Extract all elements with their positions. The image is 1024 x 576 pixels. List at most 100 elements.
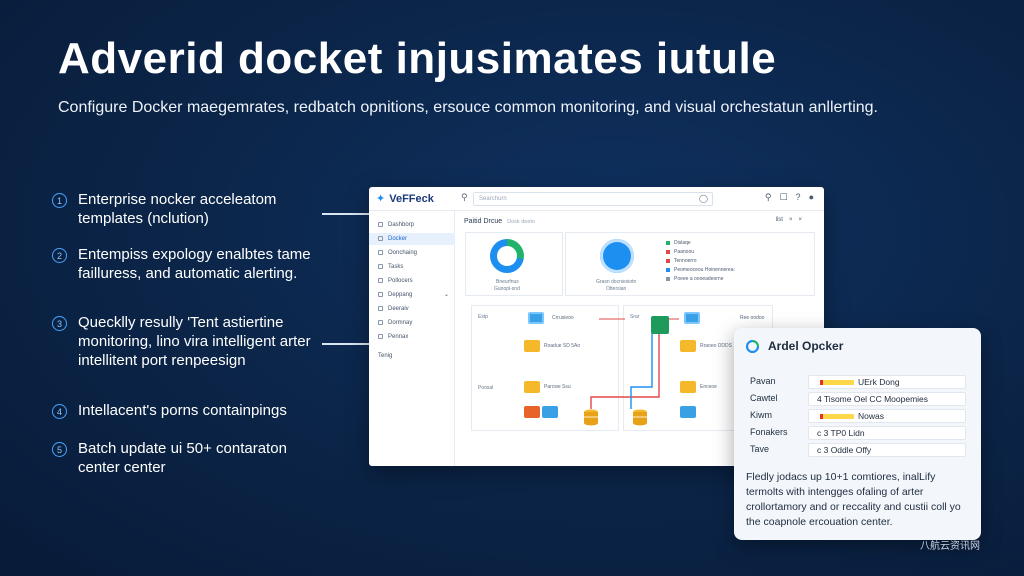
legend-item: Dislaqe xyxy=(666,239,735,248)
notification-icon[interactable]: ☐ xyxy=(779,192,788,202)
number-badge-icon: 5 xyxy=(52,442,67,457)
docker-info-panel: Ardel Opcker Pavan UErk Dong Cawtel 4 Ti… xyxy=(734,328,981,540)
row-key: Cawtel xyxy=(750,393,778,403)
topbar-icons: ⚲ ☐ ? ● xyxy=(765,192,814,203)
main-actions: list × × xyxy=(776,217,802,223)
panel-row: Cawtel 4 Tisome Oel CC Moopemies xyxy=(750,392,968,406)
node-label: Crrusieoo xyxy=(552,315,574,321)
card-caption: Ottersian xyxy=(606,286,627,292)
hero-title: Adverid docket injusimates iutule xyxy=(58,34,777,83)
container-node-icon[interactable] xyxy=(680,406,696,418)
node-label: Enceoe xyxy=(700,384,717,390)
menu-icon xyxy=(378,235,383,241)
feature-item: 3 Quecklly resully 'Tent astiertine moni… xyxy=(52,313,328,370)
magnifier-icon: ◯ xyxy=(699,194,708,203)
number-badge-icon: 4 xyxy=(52,404,67,419)
feature-item: 5 Batch update ui 50+ contaraton center … xyxy=(52,439,328,477)
hero-subtitle: Configure Docker maegemrates, redbatch o… xyxy=(58,99,878,116)
database-icon[interactable] xyxy=(583,409,599,426)
row-key: Tave xyxy=(750,444,770,454)
site-watermark: 八航云资讯网 xyxy=(920,541,980,552)
connector-line xyxy=(322,343,369,345)
hub-node-icon[interactable] xyxy=(651,316,669,334)
donut-chart-icon xyxy=(600,239,634,273)
stats-card-containers: Grasn docniesiotn Ottersian Dislaqe Paan… xyxy=(565,232,815,296)
card-caption: Bneurfnus xyxy=(496,279,519,285)
container-node-icon[interactable] xyxy=(680,340,696,352)
menu-icon xyxy=(378,305,383,311)
feature-item: 1 Enterprise nocker acceleatom templates… xyxy=(52,190,328,228)
menu-icon xyxy=(378,221,383,227)
search-placeholder: Searchurn xyxy=(479,196,507,202)
sidebar-label: Tasks xyxy=(388,264,404,270)
row-value[interactable]: c 3 Oddle Offy xyxy=(808,443,966,457)
search-icon[interactable]: ⚲ xyxy=(461,192,468,202)
status-highlight xyxy=(820,414,854,420)
card-caption: Guoopl-snd xyxy=(494,286,520,292)
feature-item: 4 Intellacent's porns containpings xyxy=(52,401,328,420)
container-node-icon[interactable] xyxy=(528,312,544,324)
database-icon[interactable] xyxy=(632,409,648,426)
lane-label: Srar xyxy=(630,314,640,320)
sidebar-item[interactable]: Tasks xyxy=(369,261,455,273)
row-value[interactable]: UErk Dong xyxy=(808,375,966,389)
close-action-button[interactable]: × xyxy=(788,217,793,223)
bird-logo-icon: ✦ xyxy=(376,193,386,205)
container-node-icon[interactable] xyxy=(684,312,700,324)
dashboard-sidebar: Dashborp Docker Oonchaing Tasks Pollocer… xyxy=(369,211,455,466)
row-value[interactable]: Nowas xyxy=(808,409,966,423)
sidebar-item[interactable]: Pollocers xyxy=(369,275,455,287)
sidebar-item[interactable]: Dashborp xyxy=(369,219,455,231)
panel-description: Fledly jodacs up 10+1 comtiores, inalLif… xyxy=(746,471,961,528)
node-label: Rraoeo DDDS xyxy=(700,343,732,349)
container-node-icon[interactable] xyxy=(542,406,558,418)
list-action-button[interactable]: list xyxy=(775,217,783,223)
feature-item: 2 Entempiss expology enalbtes tame faill… xyxy=(52,245,328,283)
legend-list: Dislaqe Paanoou Tennoerro Peomeoceou Hoi… xyxy=(666,239,735,284)
legend-item: Peomeoceou Hoinennerea: xyxy=(666,266,735,275)
user-avatar-icon[interactable]: ● xyxy=(808,192,814,202)
search-icon[interactable]: ⚲ xyxy=(764,192,772,202)
node-label: Parcwe Ssu xyxy=(544,384,571,390)
container-node-icon[interactable] xyxy=(524,381,540,393)
panel-row: Pavan UErk Dong xyxy=(750,375,968,389)
stats-card-health: Bneurfnus Guoopl-snd xyxy=(465,232,563,296)
menu-icon xyxy=(378,277,383,283)
feature-text: Entempiss expology enalbtes tame faillur… xyxy=(78,246,311,282)
sidebar-item[interactable]: Oonchaing xyxy=(369,247,455,259)
menu-icon xyxy=(378,319,383,325)
menu-icon xyxy=(378,263,383,269)
node-label: Roadue SD 5Ao xyxy=(544,343,581,349)
row-value[interactable]: 4 Tisome Oel CC Moopemies xyxy=(808,392,966,406)
close-action-button[interactable]: × xyxy=(798,217,802,223)
panel-row: Kiwm Nowas xyxy=(750,409,968,423)
sidebar-item[interactable]: Deeraiv xyxy=(369,303,455,315)
container-node-icon[interactable] xyxy=(680,381,696,393)
brand-name: VeFFeck xyxy=(389,192,434,205)
feature-text: Batch update ui 50+ contaraton center ce… xyxy=(78,440,287,476)
flow-edges xyxy=(590,318,679,409)
row-key: Fonakers xyxy=(750,427,788,437)
dashboard-brand[interactable]: ✦ VeFFeck xyxy=(376,192,434,206)
status-highlight xyxy=(820,380,854,386)
sidebar-label: Oonchaing xyxy=(388,250,418,256)
container-node-icon[interactable] xyxy=(524,406,540,418)
number-badge-icon: 3 xyxy=(52,316,67,331)
sidebar-item[interactable]: Tenig xyxy=(369,350,455,362)
lane-label: Poosal xyxy=(478,385,494,391)
panel-title: Ardel Opcker xyxy=(768,339,844,353)
number-badge-icon: 1 xyxy=(52,193,67,208)
sidebar-item[interactable]: Deppang⌄ xyxy=(369,289,455,301)
sidebar-label: Pollocers xyxy=(388,278,413,284)
sidebar-item-active[interactable]: Docker xyxy=(369,233,455,245)
dashboard-search-input[interactable]: Searchurn ◯ xyxy=(473,192,713,206)
lane-label: Estp xyxy=(478,314,489,320)
row-key: Kiwm xyxy=(750,410,772,420)
feature-text: Quecklly resully 'Tent astiertine monito… xyxy=(78,314,311,369)
help-icon[interactable]: ? xyxy=(795,192,801,202)
main-subtitle: Dosk deeto xyxy=(507,219,535,225)
sidebar-item[interactable]: Dormnay xyxy=(369,317,455,329)
row-value[interactable]: c 3 TP0 Lidn xyxy=(808,426,966,440)
sidebar-item[interactable]: Pennax xyxy=(369,331,455,343)
container-node-icon[interactable] xyxy=(524,340,540,352)
